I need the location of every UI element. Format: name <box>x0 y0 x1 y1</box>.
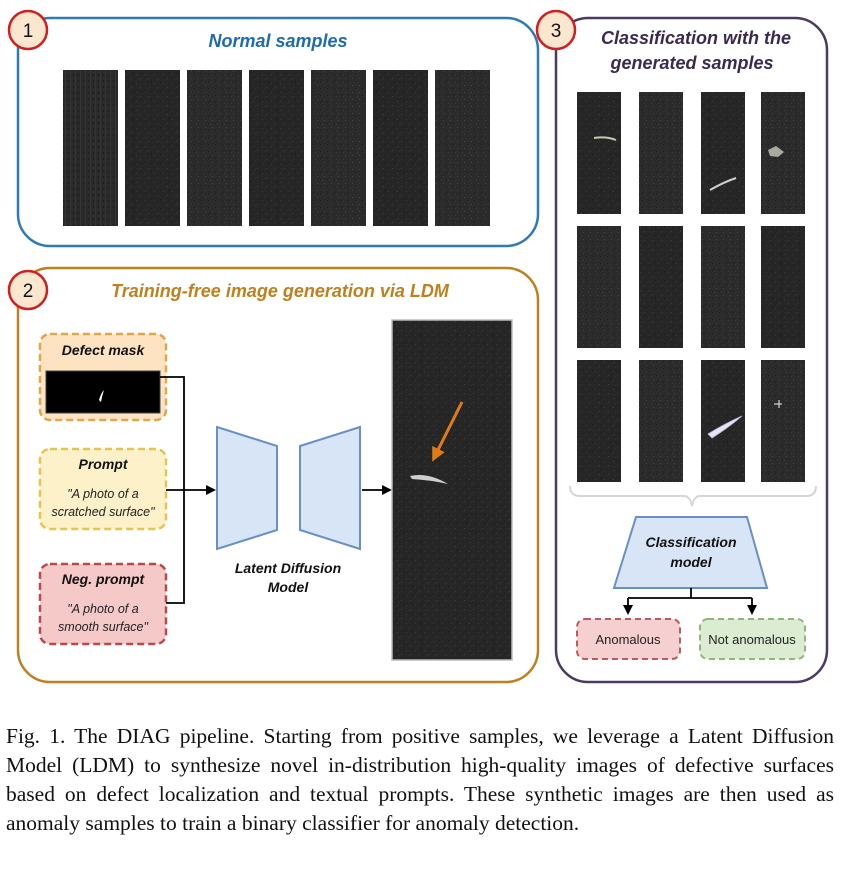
generated-sample <box>761 360 805 482</box>
generated-sample <box>701 226 745 348</box>
generated-sample <box>639 360 683 482</box>
samples-brace <box>569 485 817 507</box>
panel3-title-line1: Classification with the <box>601 28 791 48</box>
negative-prompt-line1: "A photo of a <box>67 602 138 616</box>
generated-image <box>391 319 513 661</box>
normal-sample-image <box>435 70 490 226</box>
figure-caption: Fig. 1. The DIAG pipeline. Starting from… <box>6 724 834 835</box>
classification-model-line2: model <box>670 554 712 570</box>
defect-mask-box: Defect mask <box>38 332 168 422</box>
not-anomalous-output: Not anomalous <box>699 618 806 660</box>
generated-sample <box>639 226 683 348</box>
anomalous-output: Anomalous <box>576 618 681 660</box>
ldm-label-line2: Model <box>268 579 310 595</box>
ldm-decoder <box>299 425 361 551</box>
normal-sample-image <box>63 70 118 226</box>
panel-normal-samples: Normal samples <box>16 16 540 248</box>
normal-sample-image <box>187 70 242 226</box>
prompt-text-line1: "A photo of a <box>67 487 138 501</box>
diagram: Normal samples 1 Training-free image gen… <box>7 9 829 684</box>
defect-mask-label: Defect mask <box>62 342 146 358</box>
normal-sample-image <box>249 70 304 226</box>
generated-sample <box>577 92 621 214</box>
panel1-badge: 1 <box>7 9 49 51</box>
generated-sample <box>639 92 683 214</box>
generated-sample <box>761 226 805 348</box>
generated-sample <box>701 360 745 482</box>
normal-sample-image <box>373 70 428 226</box>
prompt-text-line2: scratched surface" <box>51 505 155 519</box>
negative-prompt-box: Neg. prompt "A photo of a smooth surface… <box>38 562 168 646</box>
classification-model-line1: Classification <box>645 534 736 550</box>
panel1-number: 1 <box>23 21 34 42</box>
negative-prompt-line2: smooth surface" <box>58 620 148 634</box>
generated-sample <box>577 360 621 482</box>
panel3-title-line2: generated samples <box>609 53 773 73</box>
classifier-output-arrows <box>623 588 757 615</box>
prompt-box: Prompt "A photo of a scratched surface" <box>38 447 168 531</box>
panel-classification: Classification with the generated sample… <box>554 16 829 684</box>
panel3-number: 3 <box>551 21 562 42</box>
anomalous-label: Anomalous <box>595 632 661 647</box>
not-anomalous-label: Not anomalous <box>708 632 796 647</box>
classification-model: Classification model <box>612 516 769 589</box>
prompt-label: Prompt <box>79 456 129 472</box>
ldm-encoder <box>216 425 278 551</box>
panel3-badge: 3 <box>535 9 577 51</box>
defect-pointer-arrow <box>432 401 464 462</box>
generated-sample <box>577 226 621 348</box>
generated-sample <box>761 92 805 214</box>
generated-samples-grid <box>577 92 805 482</box>
negative-prompt-label: Neg. prompt <box>62 571 146 587</box>
mask-defect-shape <box>99 390 104 402</box>
generated-sample <box>701 92 745 214</box>
normal-sample-strips <box>63 70 490 226</box>
generated-defect <box>410 475 448 484</box>
panel1-title: Normal samples <box>208 31 347 51</box>
panel-image-generation: Training-free image generation via LDM D… <box>16 266 540 684</box>
normal-sample-image <box>125 70 180 226</box>
latent-diffusion-model: Latent Diffusion Model <box>216 425 361 595</box>
panel2-badge: 2 <box>7 269 49 311</box>
panel2-number: 2 <box>23 281 34 302</box>
normal-sample-image <box>311 70 366 226</box>
panel2-title: Training-free image generation via LDM <box>111 281 450 301</box>
ldm-label-line1: Latent Diffusion <box>235 560 341 576</box>
input-connectors <box>160 376 216 604</box>
